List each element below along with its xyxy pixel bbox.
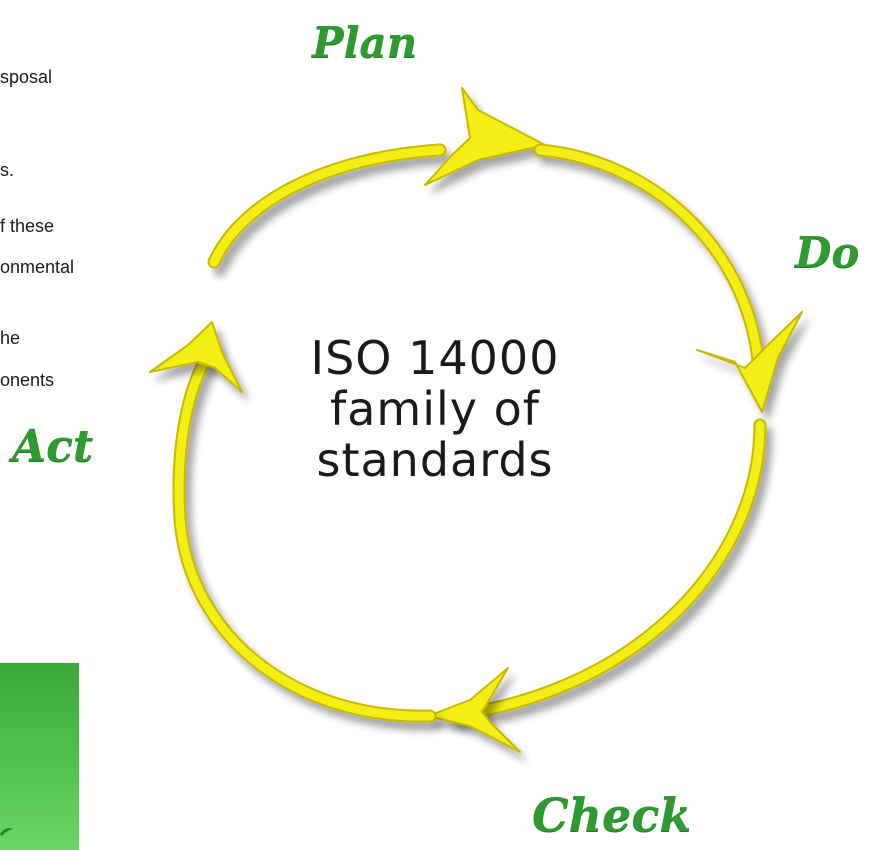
check-arc bbox=[448, 418, 767, 722]
center-title-line-1: ISO 14000 bbox=[310, 331, 560, 385]
center-title-line-3: standards bbox=[316, 433, 554, 487]
left-text-line-1: sposal bbox=[0, 67, 53, 87]
check-arrowhead bbox=[427, 667, 521, 753]
phase-label-check: Check bbox=[532, 788, 692, 842]
center-title: ISO 14000 family of standards bbox=[270, 333, 600, 486]
act-arrowhead bbox=[149, 321, 243, 393]
left-text-line-2: s. bbox=[0, 160, 15, 180]
do-arrowhead bbox=[696, 311, 803, 413]
left-text-line-6: onents bbox=[0, 370, 55, 390]
act-arc bbox=[172, 343, 437, 723]
phase-label-act: Act bbox=[12, 421, 94, 472]
leaf-icon bbox=[0, 828, 13, 836]
left-text-line-4: onmental bbox=[0, 257, 75, 277]
left-text-line-3: f these bbox=[0, 216, 55, 236]
left-text-line-5: he bbox=[0, 328, 21, 348]
plan-arrowhead bbox=[424, 87, 546, 186]
phase-label-do: Do bbox=[795, 228, 860, 277]
plan-arc bbox=[207, 143, 447, 269]
phase-label-plan: Plan bbox=[312, 18, 418, 67]
green-panel bbox=[0, 663, 79, 850]
center-title-line-2: family of bbox=[330, 382, 540, 436]
do-arc bbox=[533, 143, 765, 367]
